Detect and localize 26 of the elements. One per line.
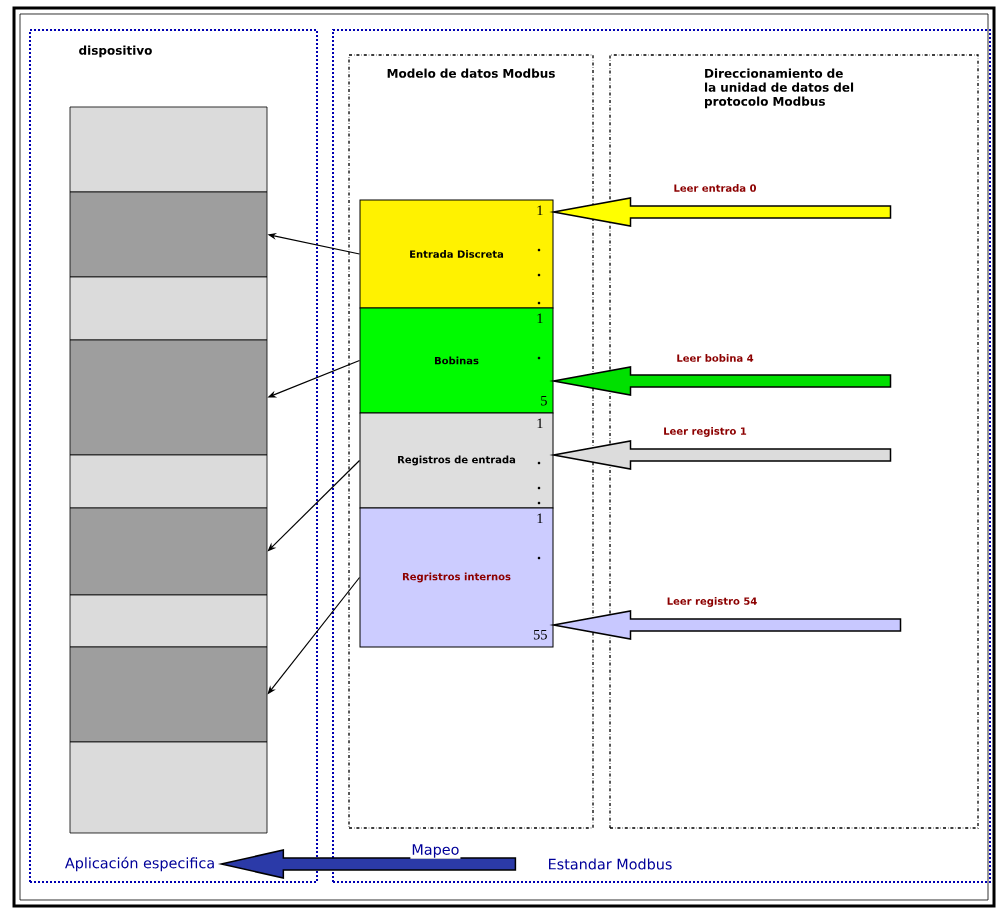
address-number: 1	[537, 418, 543, 429]
memory-block	[69, 507, 268, 596]
region-caption: Aplicación especifica	[65, 856, 214, 872]
address-number: 1	[537, 513, 543, 524]
memory-block	[69, 106, 268, 193]
edge-label: Leer bobina 4	[675, 353, 755, 363]
memory-block	[69, 594, 268, 648]
edge-label: Mapeo	[410, 843, 461, 859]
region-box	[332, 29, 991, 883]
edge-label: Leer registro 1	[662, 426, 748, 438]
region-heading: dispositivo	[79, 45, 152, 58]
address-number: 5	[541, 395, 547, 406]
panel-heading: Direccionamiento de la unidad de datos del protocolo Modbus	[705, 68, 854, 109]
address-number: 55	[533, 629, 547, 640]
memory-block	[69, 339, 268, 456]
edge-label: Leer registro 54	[665, 596, 759, 608]
memory-block	[69, 191, 268, 278]
edge-label: Leer entrada 0	[672, 183, 758, 193]
panel-heading: Modelo de datos Modbus	[387, 68, 555, 78]
region-caption: Estandar Modbus	[549, 858, 672, 870]
memory-block	[69, 276, 268, 341]
address-number: 1	[537, 313, 543, 324]
memory-block	[69, 741, 268, 834]
memory-block	[69, 454, 268, 509]
memory-block	[69, 646, 268, 743]
address-number: 1	[537, 205, 543, 216]
